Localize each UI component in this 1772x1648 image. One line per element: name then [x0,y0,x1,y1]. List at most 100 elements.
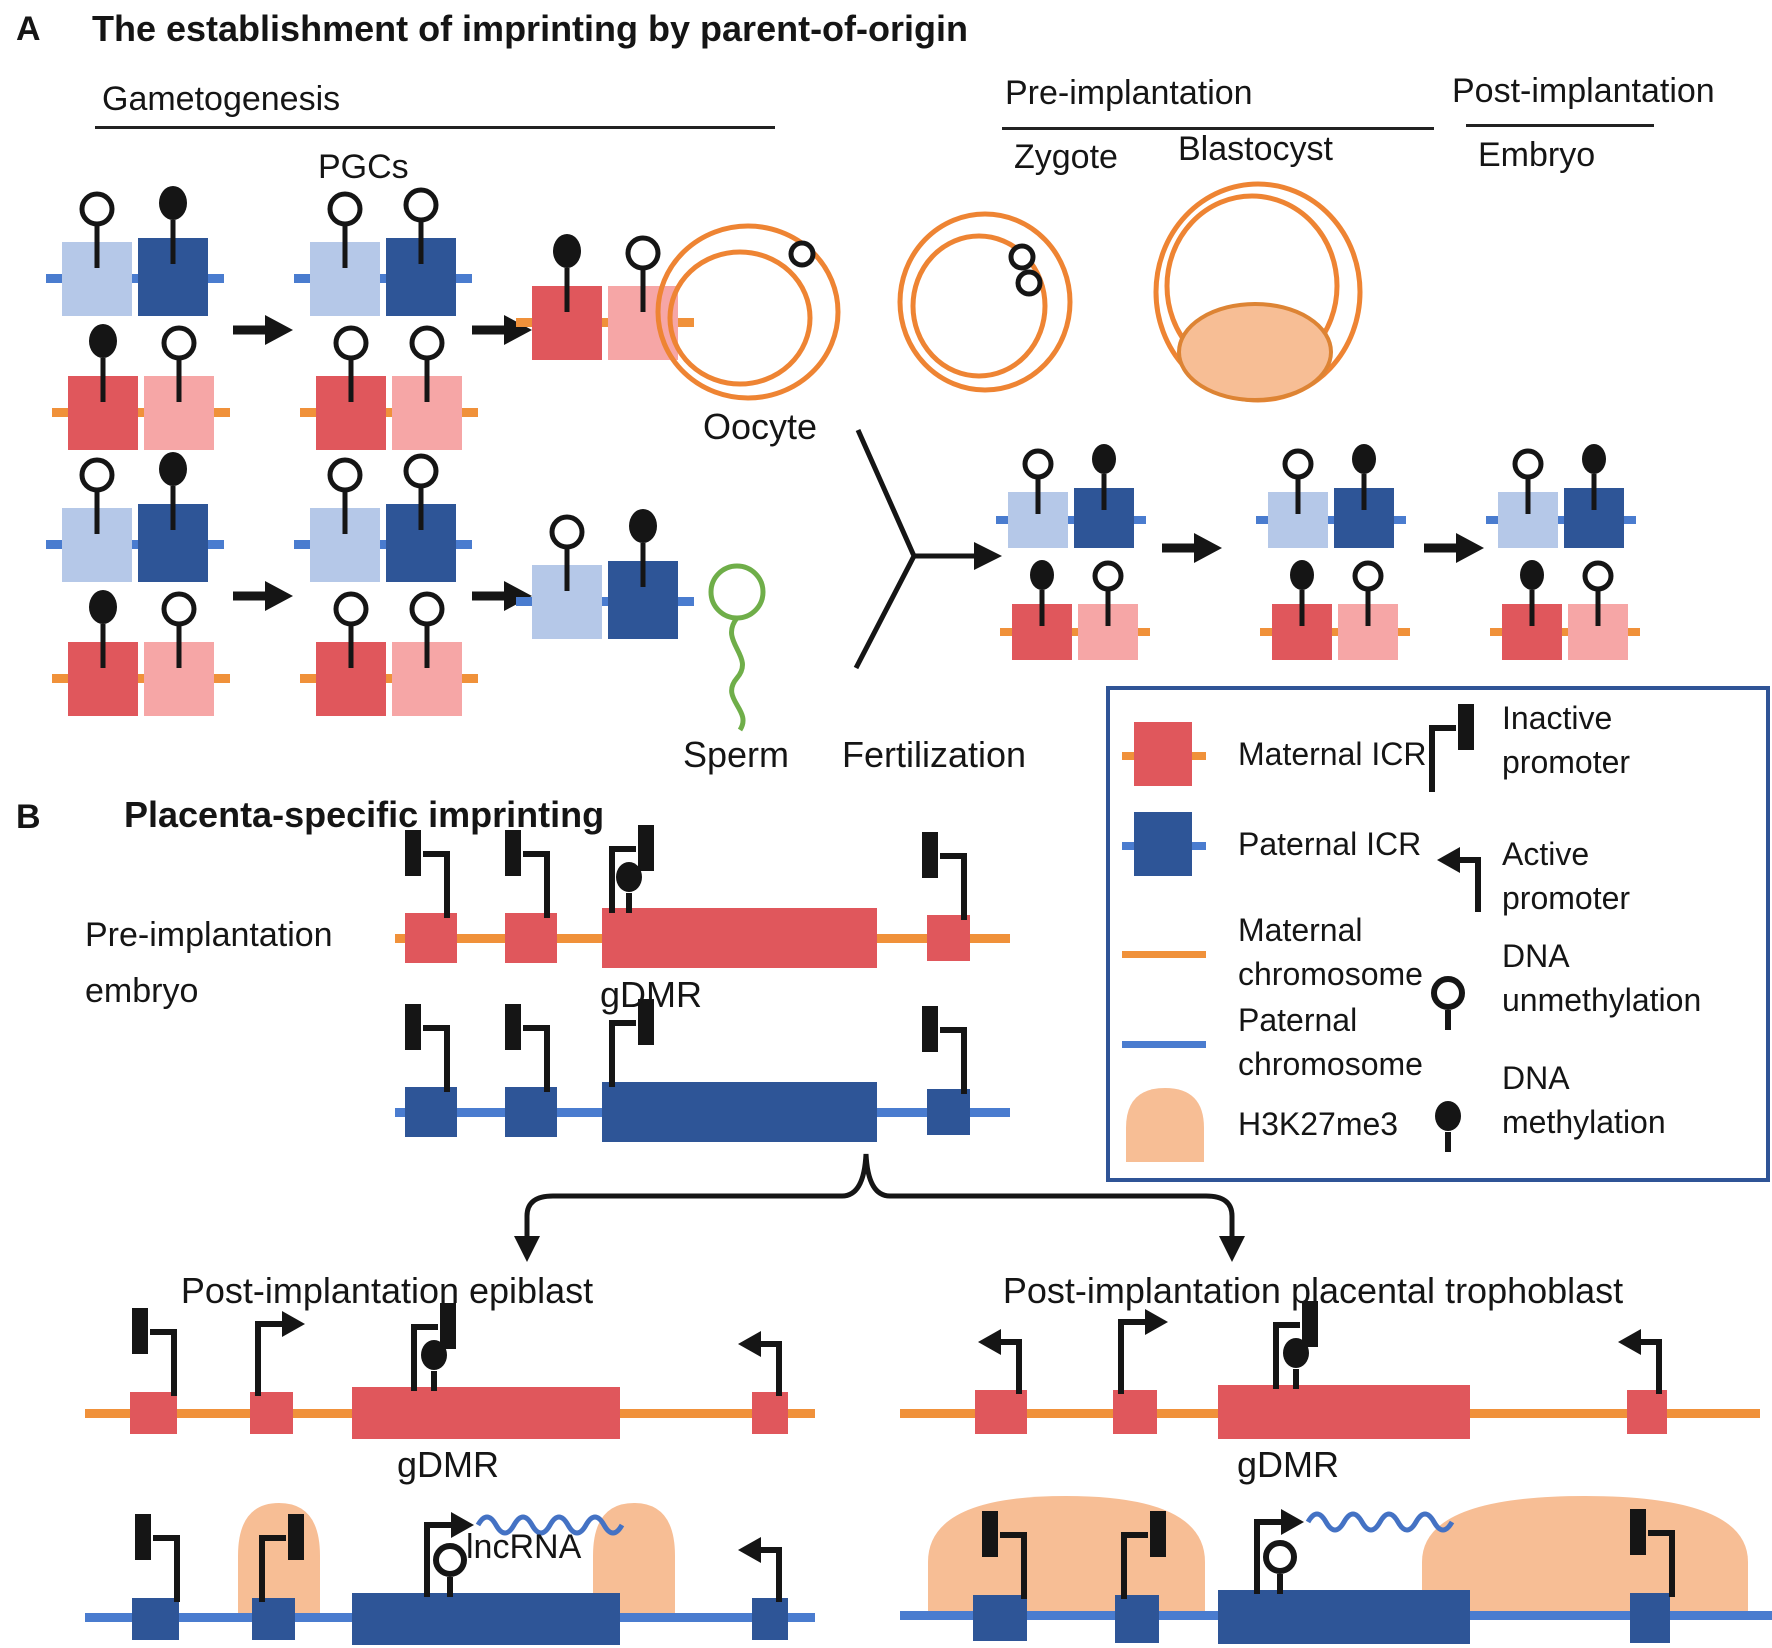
active-promoter-icon [258,1311,305,1396]
inactive-promoter-icon [405,830,447,918]
epiblast-title: Post-implantation epiblast [180,1270,594,1311]
stage-pre-implantation: Pre-implantation [1005,74,1253,112]
active-promoter-icon [1618,1329,1659,1394]
fertilization-arrow [853,428,1002,670]
inactive-promoter-icon [135,1514,177,1602]
arrow-icon [1424,533,1484,563]
legend-paternal-chromosome-line2: chromosome [1238,1046,1423,1082]
inactive-promoter-icon [922,832,964,920]
paternal-chromosome-icon [1122,1041,1206,1048]
panel-b-label: B [16,798,41,836]
trophoblast-title: Post-implantation placental trophoblast [1002,1270,1624,1311]
gdmr-label: gDMR [600,974,703,1015]
lineage-split-arrows [514,1153,1245,1262]
paternal-icr-icon [1122,812,1206,876]
pgcs-label: PGCs [318,148,409,186]
zygote-cell [897,211,1073,393]
lncrna-transcript [1305,1511,1455,1533]
legend-dna-methylation-line2: methylation [1502,1104,1666,1140]
trophoblast-maternal-allele [900,1301,1760,1439]
paternal-chromosome-pair [294,504,472,582]
h3k27me3-icon [1126,1088,1204,1162]
zygote-chromosomes [996,444,1150,660]
sperm-lineage-pgc-chromosomes [294,456,478,716]
epiblast-paternal-allele [85,1503,815,1645]
pronucleus-icon [1015,269,1043,297]
oocyte-label: Oocyte [703,406,818,447]
methylated-lollipop-icon [1283,1338,1309,1389]
maternal-chromosome-icon [1122,951,1206,958]
active-promoter-icon [738,1331,779,1396]
arrow-icon [233,315,293,345]
inactive-promoter-icon [505,830,547,918]
maternal-chromosome-pair [300,642,478,716]
gdmr-box [352,1593,620,1645]
lncrna-transcript [475,1514,625,1536]
legend-active-promoter-line2: promoter [1502,880,1631,916]
gdmr-box [1218,1590,1470,1644]
maternal-chromosome-pair [52,376,230,450]
arrow-icon [1162,533,1222,563]
paternal-chromosome-pair [1256,488,1406,548]
legend-paternal-icr: Paternal ICR [1238,826,1422,862]
arrow-icon [472,581,532,611]
legend-paternal-chromosome-line1: Paternal [1238,1002,1358,1038]
legend-dna-unmethylation-line2: unmethylation [1502,982,1702,1018]
methylated-lollipop-icon [421,1340,447,1391]
maternal-chromosome-pair [1490,604,1640,660]
gdmr-label: gDMR [396,1444,499,1485]
inactive-promoter-icon [132,1308,174,1396]
legend-inactive-promoter-line1: Inactive [1502,700,1613,736]
active-promoter-icon [978,1329,1019,1394]
lncrna-label: lncRNA [466,1528,582,1566]
gametogenesis-underline [95,126,775,129]
methylated-lollipop-icon [616,862,642,913]
legend-border [1106,686,1770,1182]
embryo-label: Embryo [1478,136,1596,174]
inactive-promoter-icon [505,1004,547,1092]
active-promoter-icon [1121,1309,1168,1394]
gdmr-box [1218,1385,1470,1439]
sperm-chromosomes [516,509,694,639]
maternal-chromosome-pair [300,376,478,450]
h3k27me3-dome [1422,1496,1748,1613]
trophoblast-paternal-allele [900,1496,1772,1644]
sperm-cell [708,563,766,732]
maternal-chromosome-pair [52,642,230,716]
oocyte-chromosomes [516,234,694,360]
gdmr-box [602,908,877,968]
legend-dna-unmethylation-line1: DNA [1502,938,1570,974]
pre-implantation-embryo-label-line1: Pre-implantation [85,916,333,954]
unmethylated-lollipop-icon [436,1546,464,1597]
inactive-promoter-icon [1432,704,1474,792]
legend [1106,686,1770,1182]
maternal-chromosome-pair [1000,604,1150,660]
legend-active-promoter-line1: Active [1502,836,1590,872]
stage-gametogenesis: Gametogenesis [102,80,341,118]
pronucleus-icon [1008,243,1036,271]
paternal-chromosome-pair [46,504,224,582]
oocyte-lineage-pgc-chromosomes [294,190,478,450]
dna-unmethylation-icon [1434,979,1462,1030]
paternal-chromosome-pair [46,238,224,316]
legend-dna-methylation-line1: DNA [1502,1060,1570,1096]
panel-a-title: The establishment of imprinting by paren… [92,8,969,49]
legend-maternal-chromosome-line2: chromosome [1238,956,1423,992]
gdmr-box [352,1387,620,1439]
legend-h3k27me3: H3K27me3 [1238,1106,1399,1142]
pre-implantation-underline [1002,127,1434,130]
arrow-icon [233,581,293,611]
blastocyst-chromosomes [1256,444,1410,660]
pre-implantation-embryo-label-line2: embryo [85,972,199,1010]
sperm-label: Sperm [683,734,790,775]
gdmr-box [602,1082,877,1142]
paternal-chromosome-pair [1486,488,1636,548]
polar-body-icon [788,240,816,268]
paternal-chromosome-pair [294,238,472,316]
legend-maternal-icr: Maternal ICR [1238,736,1427,772]
dna-methylation-icon [1435,1101,1461,1152]
stage-post-implantation: Post-implantation [1452,72,1715,110]
legend-inactive-promoter-line2: promoter [1502,744,1631,780]
